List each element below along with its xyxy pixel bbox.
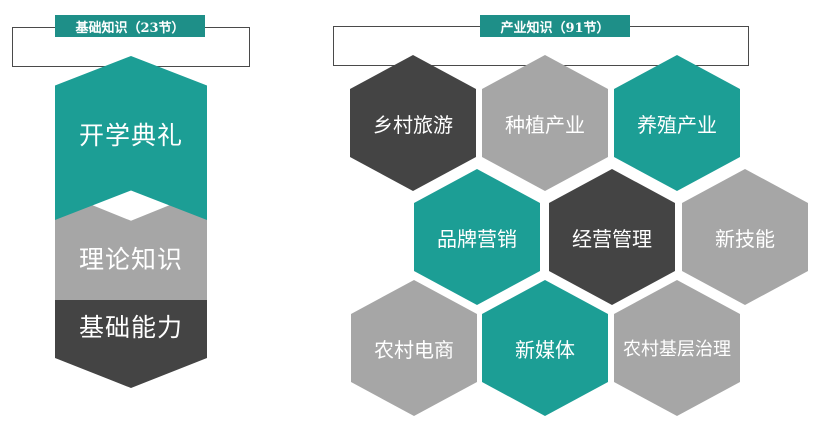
industry-knowledge-tag: 产业知识（91节）: [480, 15, 630, 37]
segment-label: 基础能力: [78, 313, 183, 342]
hex-new-media: 新媒体: [482, 280, 608, 416]
hex-rural-grassroots-governance: 农村基层治理: [614, 280, 740, 416]
hex-business-management: 经营管理: [549, 169, 675, 305]
hex-rural-ecommerce: 农村电商: [351, 280, 477, 416]
segment-label: 理论知识: [78, 245, 183, 274]
hex-new-skills: 新技能: [682, 169, 808, 305]
hex-brand-marketing: 品牌营销: [414, 169, 540, 305]
hex-rural-tourism: 乡村旅游: [350, 55, 476, 191]
hex-breeding-industry: 养殖产业: [614, 55, 740, 191]
basic-knowledge-tag: 基础知识（23节）: [55, 15, 205, 37]
segment-label: 开学典礼: [78, 121, 183, 150]
hex-planting-industry: 种植产业: [482, 55, 608, 191]
segment-opening-ceremony: 开学典礼: [55, 56, 207, 220]
